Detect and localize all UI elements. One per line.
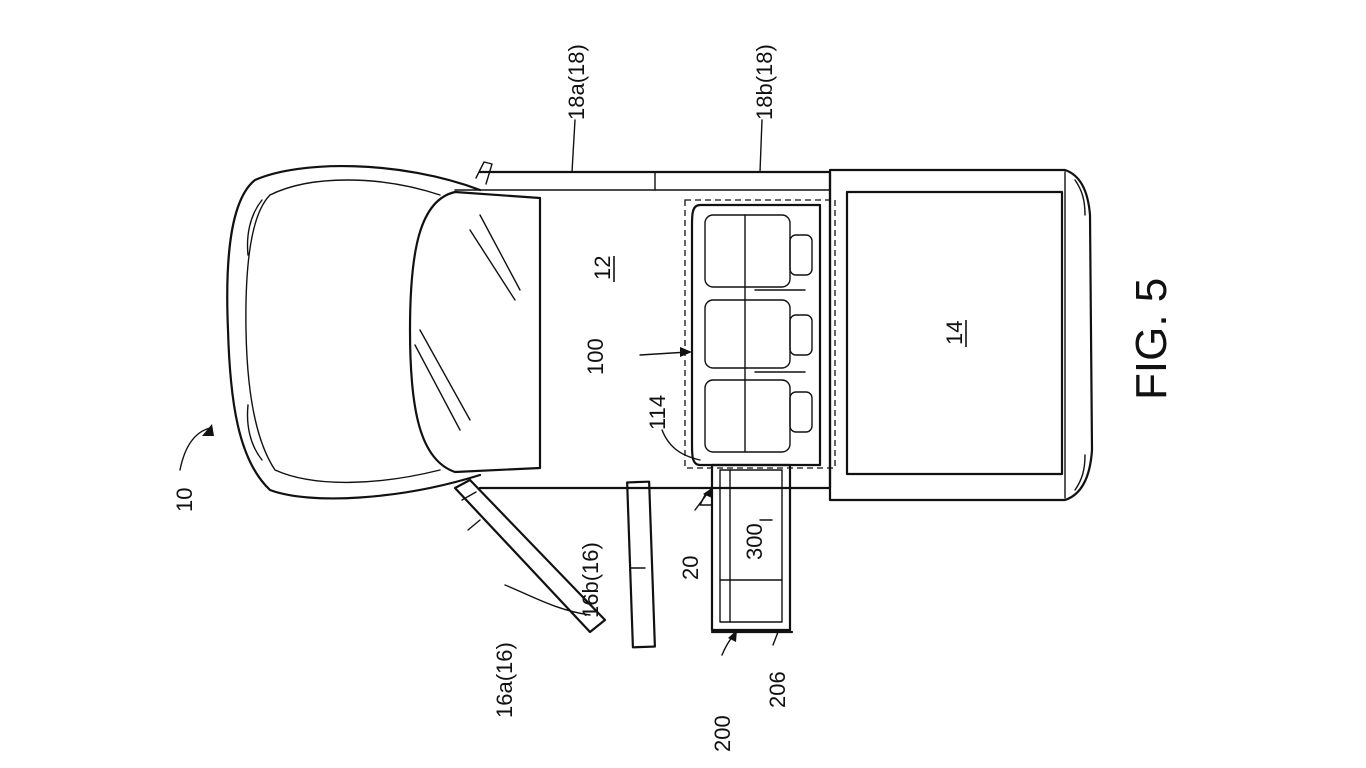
label-seat-part: 114 bbox=[645, 395, 670, 430]
label-ramp-frame: 300 bbox=[742, 523, 767, 560]
vehicle-body bbox=[226, 161, 832, 500]
figure-caption: FIG. 5 bbox=[1127, 278, 1176, 400]
open-doors bbox=[453, 478, 656, 649]
label-ramp-edge: 206 bbox=[765, 671, 790, 708]
label-bed: 14 bbox=[942, 321, 967, 345]
seating-area bbox=[684, 199, 836, 469]
ramp bbox=[710, 463, 794, 634]
label-seat-system: 100 bbox=[583, 338, 608, 375]
leader-lines bbox=[179, 119, 779, 656]
label-cab: 12 bbox=[590, 256, 615, 280]
label-side-rear: 18b(18) bbox=[752, 44, 777, 120]
label-assembly: 20 bbox=[678, 556, 703, 580]
label-side-front: 18a(18) bbox=[564, 44, 589, 120]
label-ramp: 200 bbox=[710, 715, 735, 752]
cargo-bed bbox=[828, 168, 1094, 502]
label-vehicle: 10 bbox=[172, 488, 197, 512]
reference-labels: 10 18a(18) 18b(18) 12 100 114 14 300 20 … bbox=[172, 44, 967, 752]
label-door-rear: 16b(16) bbox=[578, 542, 603, 618]
label-door-front: 16a(16) bbox=[492, 642, 517, 718]
